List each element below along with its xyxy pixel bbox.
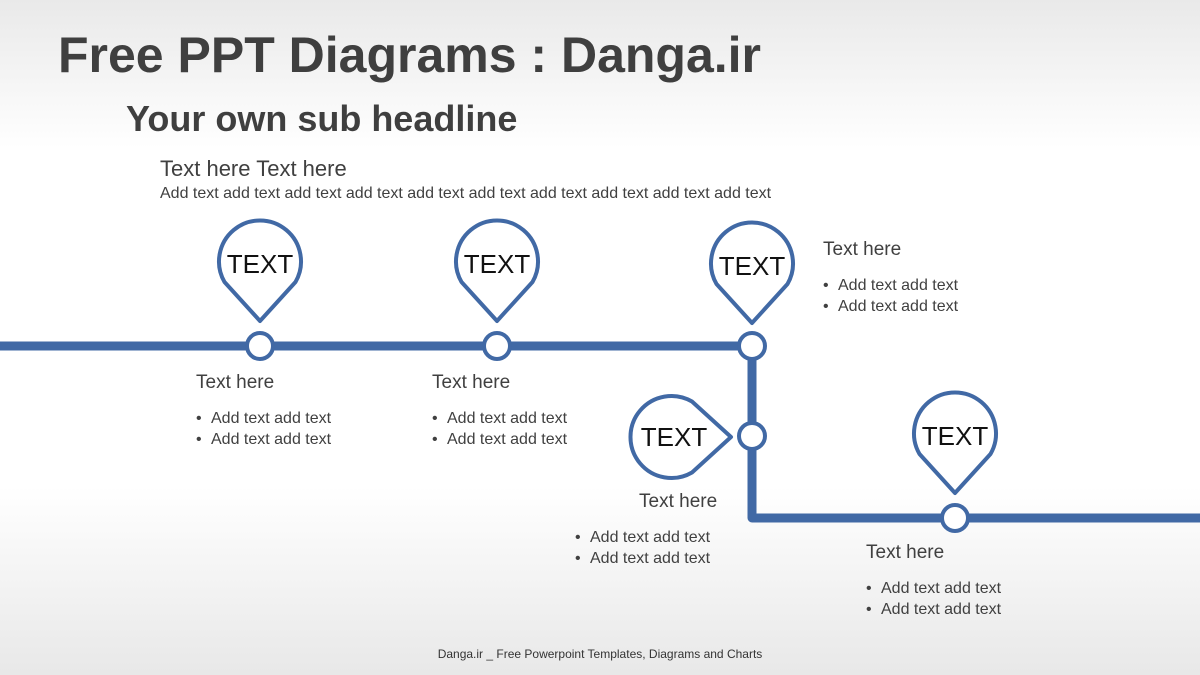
intro-body: Add text add text add text add text add … — [160, 185, 772, 202]
timeline-pin-1: TEXT — [217, 218, 303, 323]
timeline-node-2 — [482, 331, 512, 361]
bullet-item: Add text add text — [432, 429, 632, 450]
bullet-item: Add text add text — [196, 429, 396, 450]
timeline-pin-5: TEXT — [912, 390, 998, 495]
pin-label-4: TEXT — [641, 422, 708, 452]
page-title: Free PPT Diagrams : Danga.ir — [58, 27, 762, 83]
timeline-node-1 — [245, 331, 275, 361]
text-block-1: Text here Add text add text Add text add… — [196, 372, 396, 450]
text-block-5: Text here Add text add text Add text add… — [866, 542, 1066, 620]
intro-heading: Text here Text here — [160, 156, 347, 181]
pin-label-2: TEXT — [464, 249, 531, 279]
bullet-item: Add text add text — [432, 408, 632, 429]
bullet-list: Add text add text Add text add text — [575, 527, 775, 569]
timeline-pin-3: TEXT — [709, 220, 795, 325]
bullet-item: Add text add text — [575, 548, 775, 569]
bullet-list: Add text add text Add text add text — [432, 408, 632, 450]
bullet-list: Add text add text Add text add text — [196, 408, 396, 450]
footer-credit: Danga.ir _ Free Powerpoint Templates, Di… — [437, 647, 763, 661]
bullet-item: Add text add text — [866, 578, 1066, 599]
bullet-item: Add text add text — [196, 408, 396, 429]
timeline-node-4 — [737, 421, 767, 451]
pin-marker-5 — [912, 390, 998, 495]
text-block-2: Text here Add text add text Add text add… — [432, 372, 632, 450]
text-block-4: Text here Add text add text Add text add… — [575, 491, 775, 569]
pin-label-5: TEXT — [922, 421, 989, 451]
pin-marker-2 — [454, 218, 540, 323]
bullet-list: Add text add text Add text add text — [823, 275, 1023, 317]
bullet-item: Add text add text — [866, 599, 1066, 620]
block-heading: Text here — [196, 372, 275, 393]
page-subtitle: Your own sub headline — [126, 98, 518, 139]
block-heading: Text here — [866, 542, 945, 563]
bullet-list: Add text add text Add text add text — [866, 578, 1066, 620]
block-heading: Text here — [432, 372, 511, 393]
pin-label-1: TEXT — [227, 249, 294, 279]
bullet-item: Add text add text — [823, 275, 1023, 296]
timeline-node-3 — [737, 331, 767, 361]
bullet-item: Add text add text — [823, 296, 1023, 317]
pin-marker-3 — [709, 220, 795, 325]
text-block-3: Text here Add text add text Add text add… — [823, 239, 1023, 317]
block-heading: Text here — [823, 239, 902, 260]
timeline-pin-2: TEXT — [454, 218, 540, 323]
timeline-pin-4: TEXT — [628, 394, 733, 480]
block-heading: Text here — [639, 491, 718, 512]
pin-marker-1 — [217, 218, 303, 323]
pin-label-3: TEXT — [719, 251, 786, 281]
bullet-item: Add text add text — [575, 527, 775, 548]
timeline-node-5 — [940, 503, 970, 533]
